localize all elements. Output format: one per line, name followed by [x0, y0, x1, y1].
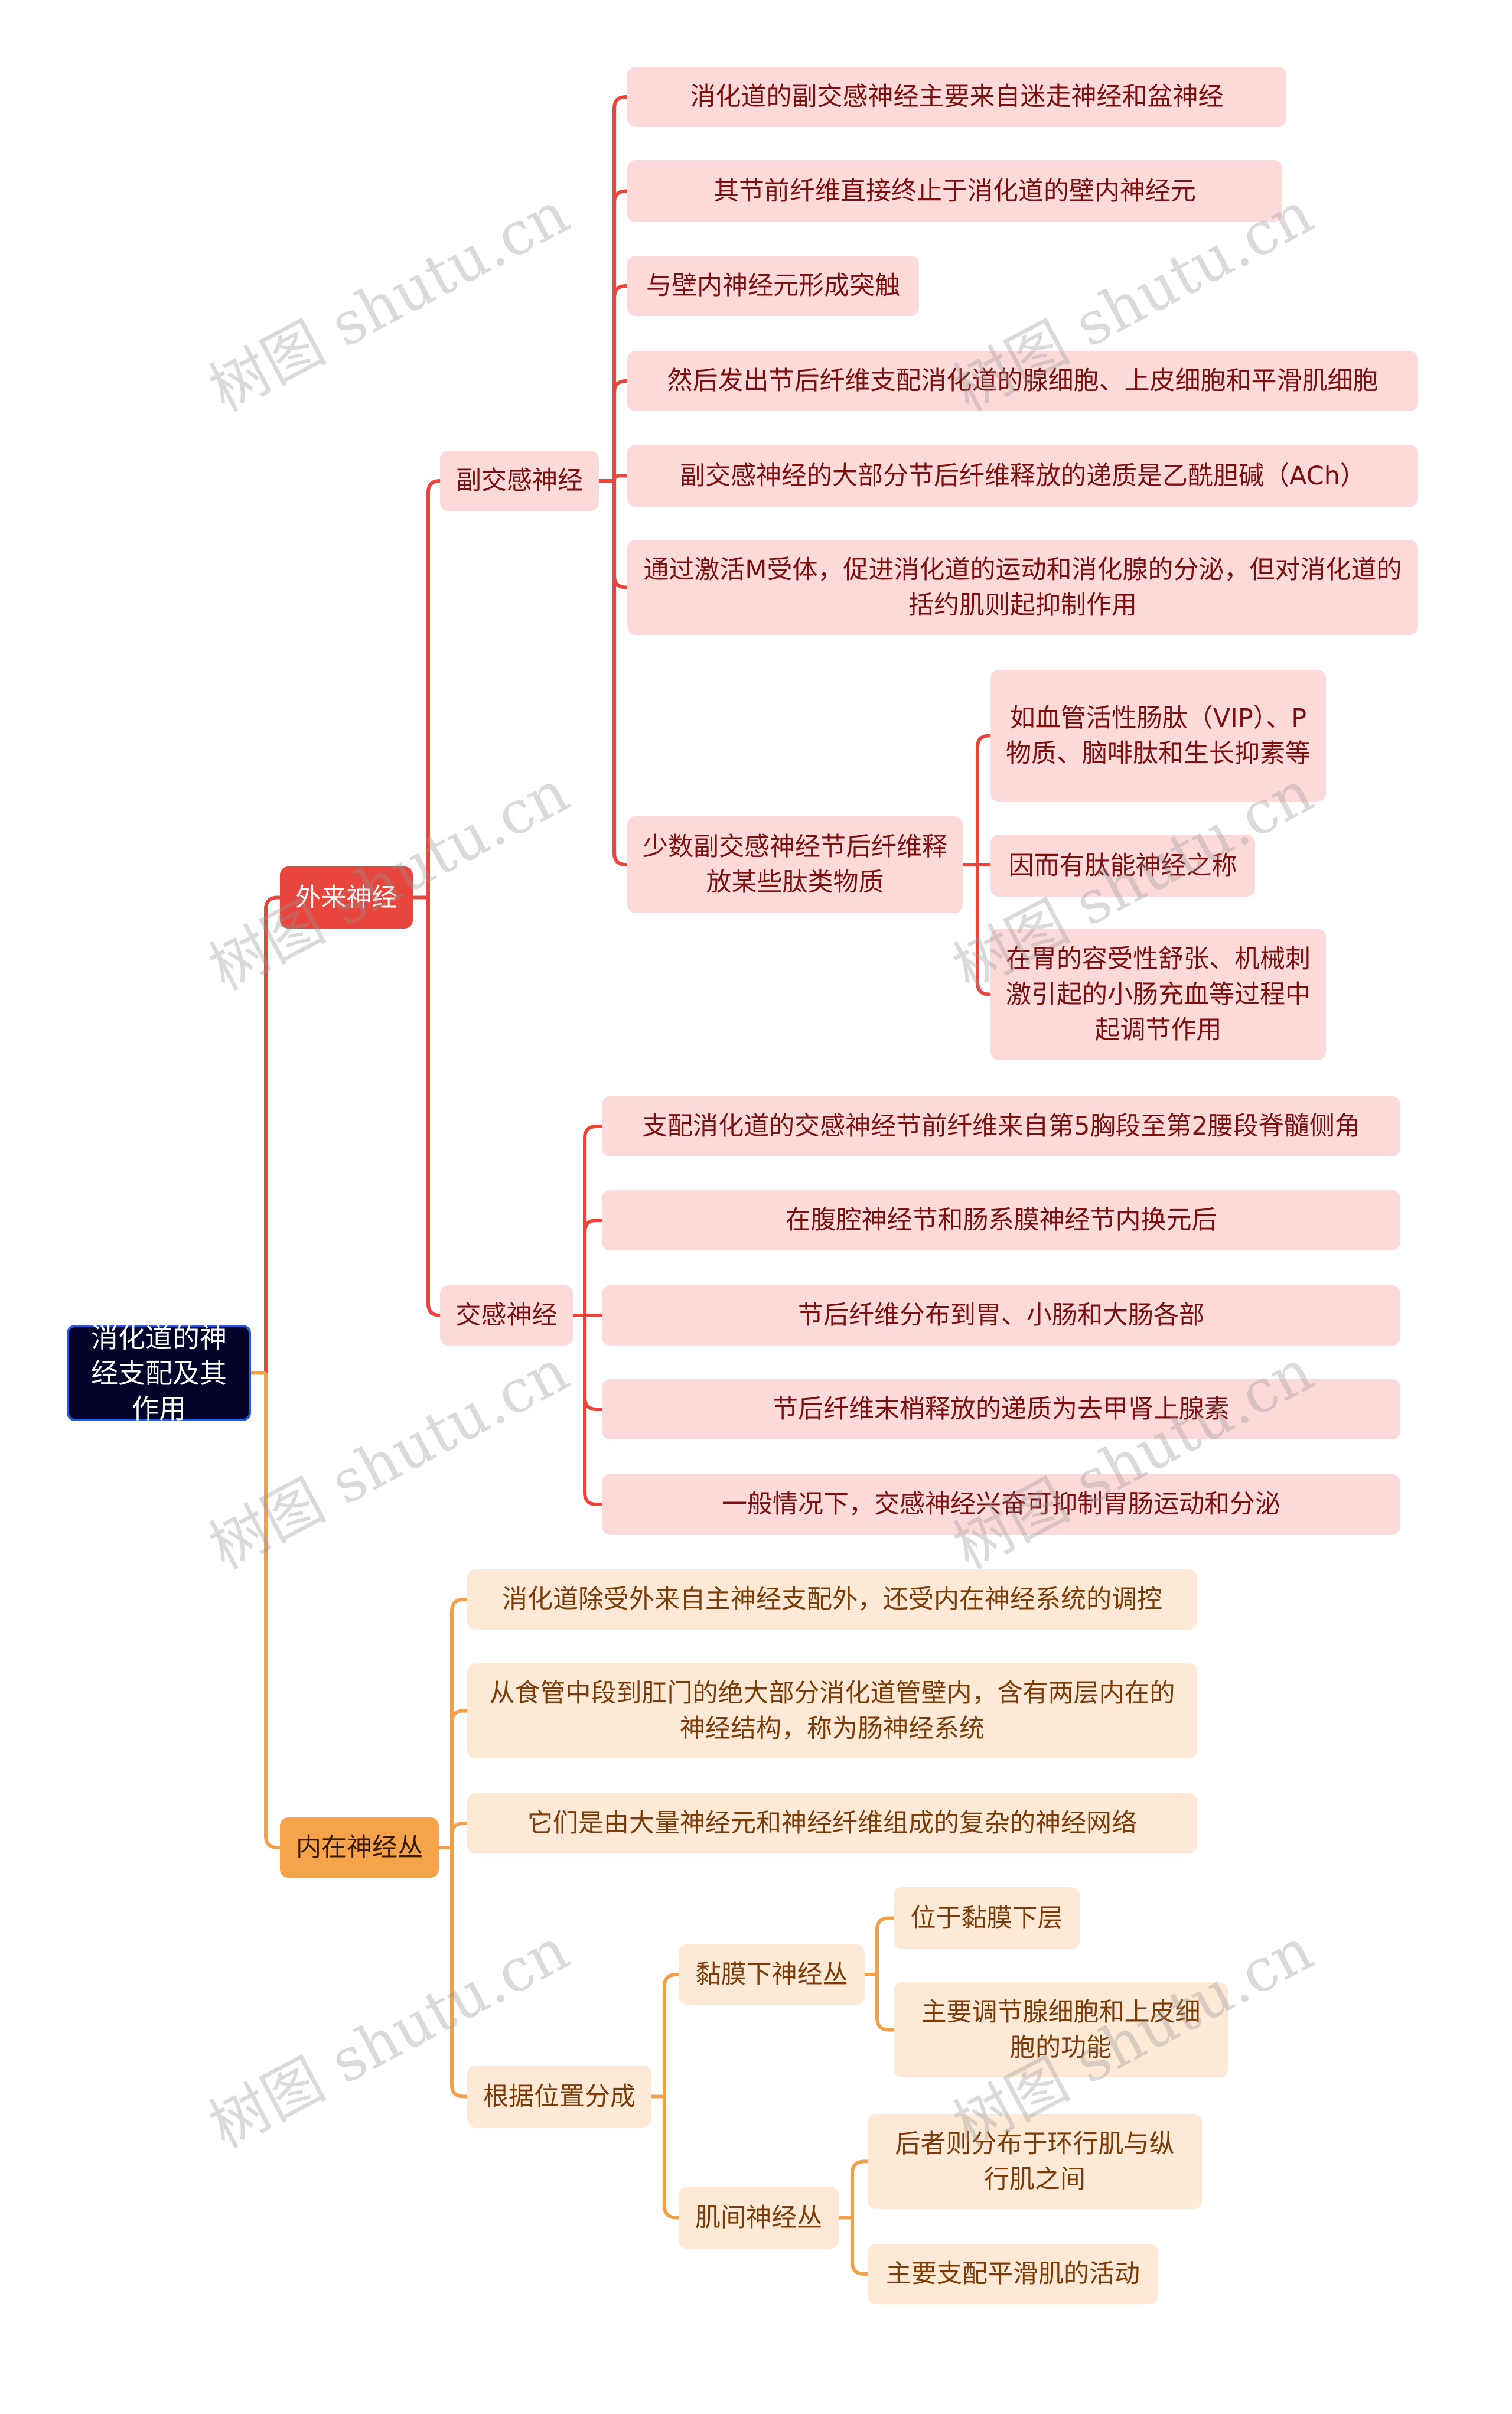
myenteric-plexus-node[interactable]: 肌间神经丛 [679, 2187, 839, 2249]
connector-my [839, 2159, 868, 2276]
parasympathetic-item[interactable]: 然后发出节后纤维支配消化道的腺细胞、上皮细胞和平滑肌细胞 [627, 351, 1418, 411]
sympathetic-item[interactable]: 一般情况下，交感神经兴奋可抑制胃肠运动和分泌 [602, 1474, 1400, 1535]
connector-i3 [651, 1973, 679, 2220]
by-location-node[interactable]: 根据位置分成 [467, 2066, 651, 2128]
parasympathetic-item[interactable]: 其节前纤维直接终止于消化道的壁内神经元 [627, 160, 1282, 222]
myenteric-item[interactable]: 后者则分布于环行肌与纵行肌之间 [868, 2114, 1202, 2209]
connector-para [599, 95, 627, 866]
sympathetic-item[interactable]: 节后纤维分布到胃、小肠和大肠各部 [602, 1285, 1400, 1346]
root-topic[interactable]: 消化道的神经支配及其作用 [67, 1322, 251, 1425]
connector-ext [413, 479, 441, 1317]
submucosal-item[interactable]: 主要调节腺细胞和上皮细胞的功能 [894, 1982, 1228, 2077]
parasympathetic-item[interactable]: 副交感神经的大部分节后纤维释放的递质是乙酰胆碱（ACh） [627, 445, 1418, 507]
myenteric-item[interactable]: 主要支配平滑肌的活动 [868, 2244, 1158, 2304]
connector-root [251, 895, 280, 1375]
connector-root [251, 1371, 280, 1849]
connector-sm [865, 1916, 894, 2032]
connector-symp [573, 1125, 602, 1506]
extrinsic-nerves-node[interactable]: 外来神经 [280, 866, 413, 929]
intrinsic-item[interactable]: 消化道除受外来自主神经支配外，还受内在神经系统的调控 [467, 1569, 1197, 1630]
parasympathetic-item[interactable]: 少数副交感神经节后纤维释放某些肽类物质 [627, 816, 963, 913]
parasympathetic-item[interactable]: 消化道的副交感神经主要来自迷走神经和盆神经 [627, 67, 1286, 127]
submucosal-item[interactable]: 位于黏膜下层 [894, 1887, 1080, 1949]
parasympathetic-item[interactable]: 通过激活M受体，促进消化道的运动和消化腺的分泌，但对消化道的括约肌则起抑制作用 [627, 540, 1418, 635]
intrinsic-item[interactable]: 从食管中段到肛门的绝大部分消化道管壁内，含有两层内在的神经结构，称为肠神经系统 [467, 1663, 1197, 1758]
intrinsic-item[interactable]: 它们是由大量神经元和神经纤维组成的复杂的神经网络 [467, 1793, 1197, 1853]
peptide-item[interactable]: 如血管活性肠肽（VIP）、P物质、脑啡肽和生长抑素等 [990, 670, 1326, 802]
parasympathetic-item[interactable]: 与壁内神经元形成突触 [627, 256, 919, 316]
parasympathetic-node[interactable]: 副交感神经 [440, 451, 599, 511]
intrinsic-plexus-node[interactable]: 内在神经丛 [280, 1817, 439, 1878]
peptide-item[interactable]: 因而有肽能神经之称 [990, 835, 1255, 897]
sympathetic-item[interactable]: 支配消化道的交感神经节前纤维来自第5胸段至第2腰段脊髓侧角 [602, 1096, 1400, 1156]
sympathetic-item[interactable]: 节后纤维末梢释放的递质为去甲肾上腺素 [602, 1379, 1400, 1439]
connector-p6 [963, 734, 990, 996]
sympathetic-item[interactable]: 在腹腔神经节和肠系膜神经节内换元后 [602, 1190, 1400, 1250]
submucosal-plexus-node[interactable]: 黏膜下神经丛 [679, 1944, 865, 2005]
connector-int [439, 1598, 467, 2099]
sympathetic-node[interactable]: 交感神经 [440, 1285, 573, 1346]
peptide-item[interactable]: 在胃的容受性舒张、机械刺激引起的小肠充血等过程中起调节作用 [990, 929, 1326, 1060]
